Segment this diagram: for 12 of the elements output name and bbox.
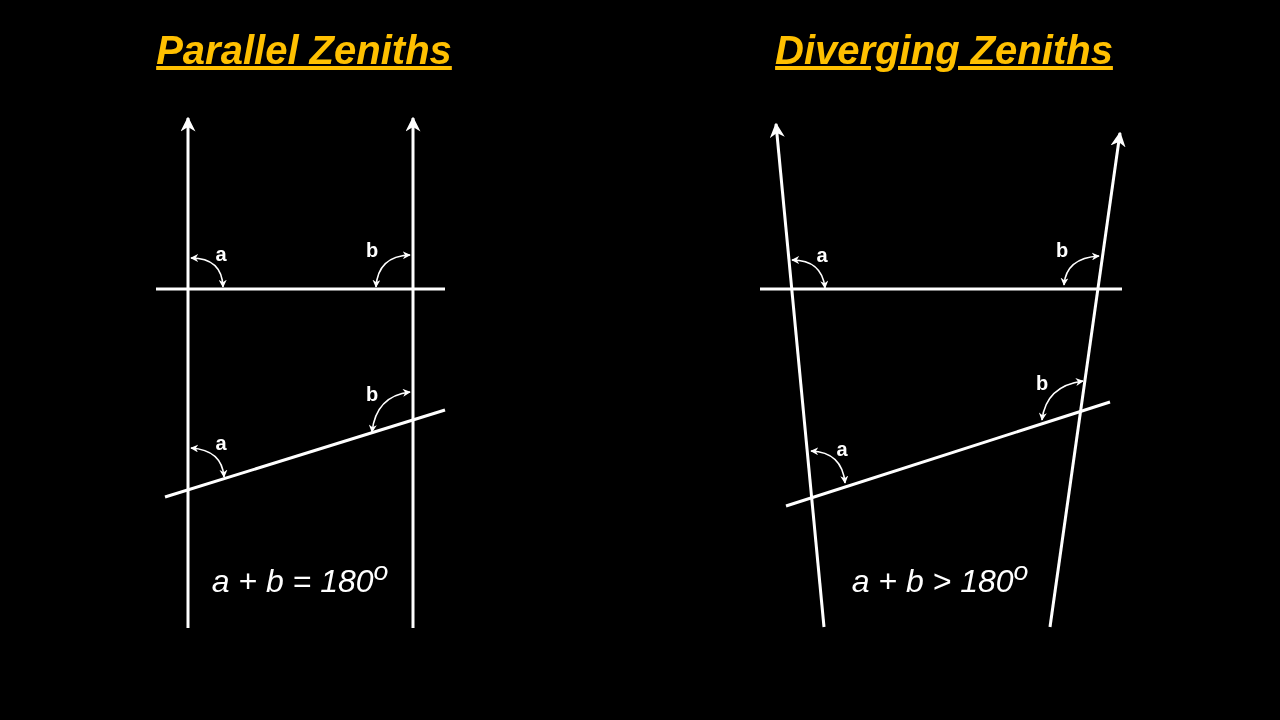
heading: Parallel Zeniths (156, 28, 452, 72)
angle-label: b (365, 383, 379, 405)
angle-label: a (215, 432, 227, 454)
angle-label: b (1035, 372, 1049, 394)
angle-label: b (365, 239, 379, 261)
equation-text: a + b > 180$^{o}$ (851, 557, 1029, 599)
angle-label: b (1055, 239, 1069, 261)
angle-label: a (836, 438, 848, 460)
angle-label: a (816, 244, 828, 266)
equation-text: a + b = 180$^{o}$ (211, 557, 389, 599)
angle-label: a (215, 243, 227, 265)
heading: Diverging Zeniths (775, 28, 1113, 72)
